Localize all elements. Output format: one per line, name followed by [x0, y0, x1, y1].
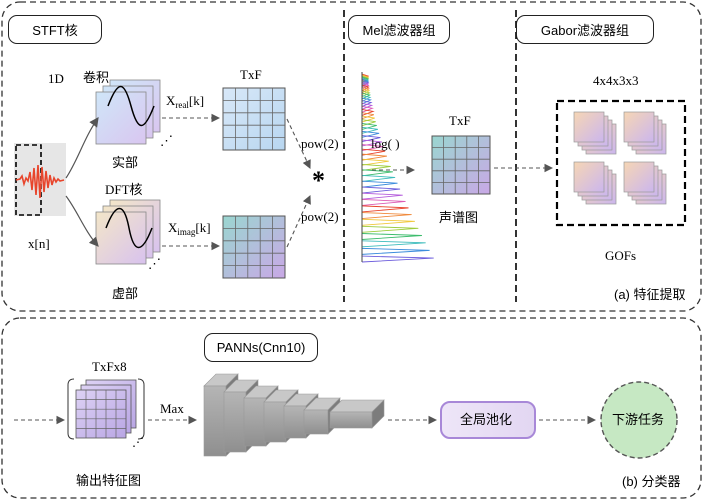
mel-filter-7 [361, 80, 370, 87]
mel-filter-39 [361, 198, 406, 206]
panns-block-front-0 [203, 385, 227, 457]
gabor-filter-1-0 [623, 111, 655, 143]
mel-filter-8 [361, 81, 370, 89]
mel-filter-47 [361, 255, 434, 263]
arrow-input-to-imag [65, 195, 99, 247]
panel-feature-extraction [1, 1, 702, 312]
mel-filter-31 [361, 153, 387, 161]
panns-block-front-2 [243, 397, 267, 447]
mel-filter-36 [361, 180, 398, 188]
mel-filter-13 [361, 90, 371, 98]
label-downstream-task: 下游任务 [612, 412, 665, 427]
gabor-title: Gabor滤波器组 [516, 15, 654, 44]
mel-filter-16 [361, 97, 372, 105]
arrow-imag-pow [286, 194, 311, 248]
mel-filter-46 [361, 247, 430, 255]
label-conv: 卷积 [83, 70, 110, 85]
gabor-filter-2-0 [573, 161, 605, 193]
label-dft: DFT核 [105, 182, 143, 197]
panns-block-front-4 [283, 405, 307, 439]
label-ximag: Ximag[k] [168, 220, 211, 237]
mel-filter-34 [361, 169, 393, 177]
label-imag: 虚部 [112, 286, 139, 301]
panns-block-front-1 [223, 391, 247, 453]
panel-classifier [1, 317, 702, 499]
mel-filter-30 [361, 148, 386, 156]
label-pow-bottom: pow(2) [301, 209, 339, 224]
mel-filter-4 [361, 76, 370, 84]
mel-filter-1 [361, 74, 370, 82]
panns-title: PANNs(Cnn10) [204, 333, 318, 362]
gabor-filter-0-0 [573, 111, 605, 143]
mel-filter-42 [361, 218, 415, 226]
mel-filter-17 [361, 100, 373, 107]
caption-classifier: (b) 分类器 [622, 474, 681, 489]
label-xreal: Xreal[k] [166, 93, 205, 110]
mel-filter-22 [361, 115, 375, 123]
downstream-task-circle [600, 381, 678, 459]
mel-filter-37 [361, 186, 401, 194]
arrow-input-to-real [65, 117, 99, 179]
mel-filter-40 [361, 205, 409, 213]
mel-filter-29 [361, 144, 384, 151]
mel-filter-19 [361, 105, 374, 113]
mel-filter-15 [361, 94, 372, 102]
label-pow-top: pow(2) [301, 136, 339, 151]
label-1d: 1D [48, 71, 64, 86]
real-kernel-stack: ⋰ [95, 79, 173, 148]
mel-filter-33 [361, 163, 391, 171]
mel-title: Mel滤波器组 [348, 15, 450, 44]
caption-feature-extraction: (a) 特征提取 [614, 287, 686, 302]
mel-filter-28 [361, 139, 382, 147]
label-txfx8: TxFx8 [92, 359, 127, 374]
mel-filter-44 [361, 233, 422, 240]
label-global-pool: 全局池化 [460, 412, 513, 427]
label-real: 实部 [112, 155, 139, 170]
imag-txf-grid [222, 215, 286, 279]
mel-filter-35 [361, 174, 396, 182]
mel-filter-20 [361, 108, 375, 116]
label-output-feature-map: 输出特征图 [76, 473, 142, 488]
mel-filter-45 [361, 240, 426, 248]
label-txf-mel: TxF [449, 113, 471, 128]
label-gabor-dims: 4x4x3x3 [593, 73, 639, 88]
mel-filterbank [361, 72, 434, 263]
global-pool-box [440, 401, 536, 439]
arrow-real-pow [286, 118, 311, 169]
multiply-operator: * [312, 166, 325, 195]
mel-filter-21 [361, 112, 375, 120]
stft-title: STFT核 [8, 15, 102, 44]
mel-filter-43 [361, 225, 419, 233]
svg-text:⋰: ⋰ [132, 435, 144, 449]
panns-block-front-6 [329, 411, 373, 429]
label-input: x[n] [28, 236, 50, 251]
gofs-box [555, 99, 687, 227]
label-log: log( ) [371, 136, 400, 151]
mel-filter-9 [361, 82, 370, 90]
mel-filter-38 [361, 192, 403, 200]
label-gofs: GOFs [605, 248, 637, 263]
panns-block-front-3 [263, 401, 287, 443]
mel-filter-32 [361, 158, 389, 166]
imag-kernel-stack: ⋰ [95, 199, 161, 271]
input-waveform [14, 143, 66, 216]
real-txf-grid [222, 87, 286, 151]
label-spectrogram: 声谱图 [439, 210, 479, 225]
mel-filter-18 [361, 102, 374, 110]
gabor-filter-3-0 [623, 161, 655, 193]
panns-cnn-blocks [203, 373, 385, 457]
mel-filter-41 [361, 212, 412, 219]
output-feature-map: ⋰ [67, 378, 145, 449]
svg-text:⋰: ⋰ [160, 133, 173, 148]
panns-block-front-5 [303, 409, 329, 435]
spectrogram-grid [431, 135, 491, 195]
label-max: Max [160, 401, 184, 416]
panns-block-side-6 [371, 399, 385, 429]
svg-text:⋰: ⋰ [148, 256, 161, 271]
gabor-filters [573, 111, 667, 205]
mel-filter-14 [361, 92, 371, 100]
label-txf-stft: TxF [240, 67, 262, 82]
